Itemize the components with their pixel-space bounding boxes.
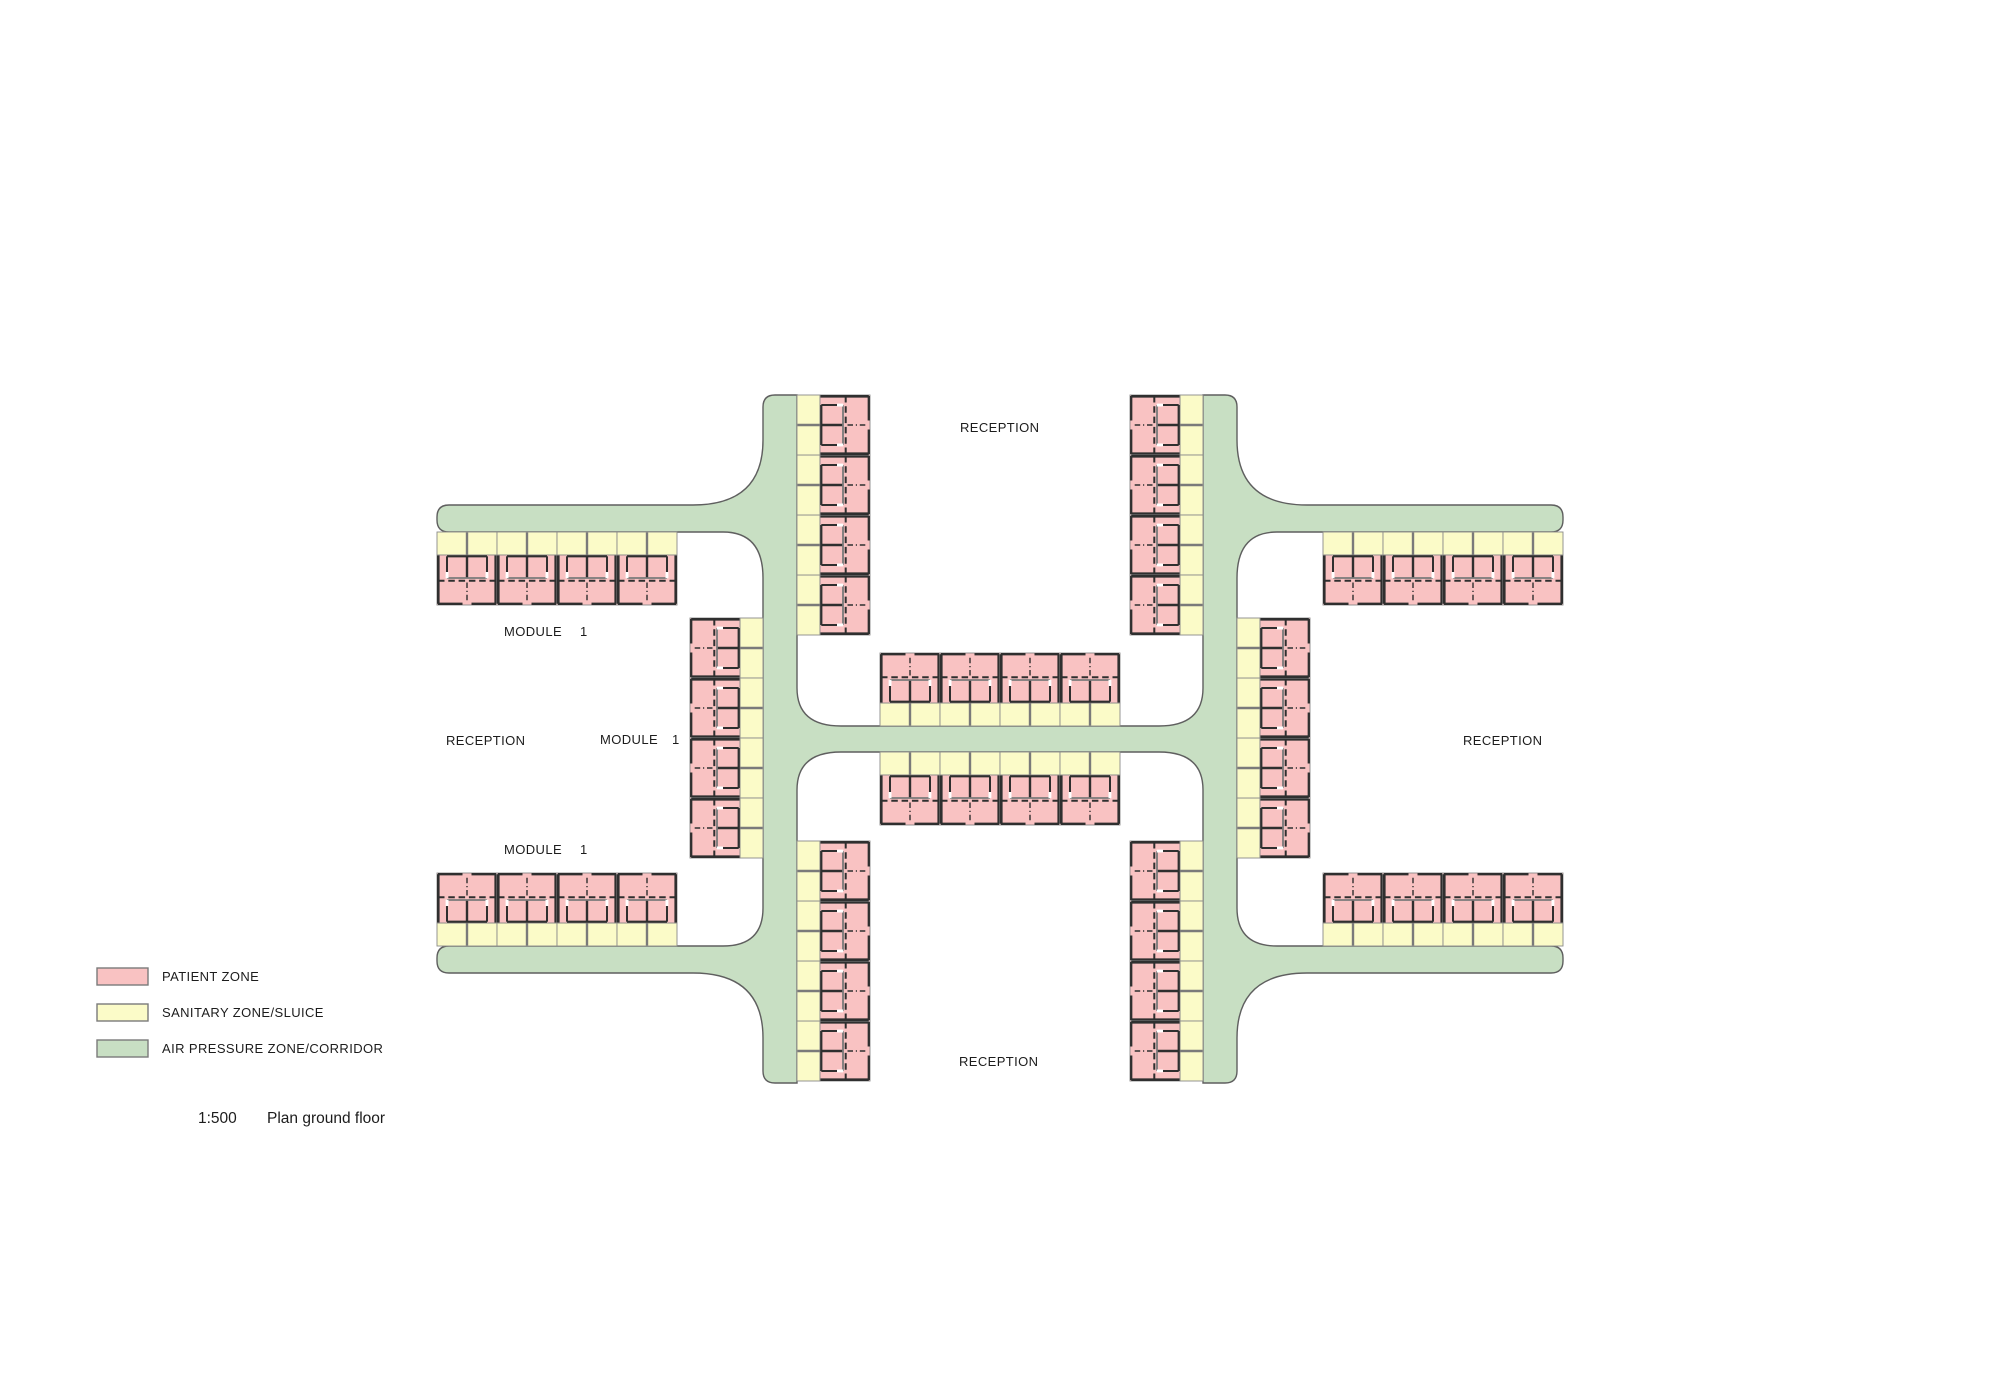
module-label: MODULE: [504, 624, 562, 639]
module-strip-lower-left: [797, 841, 870, 1081]
module-row-center-upper: [880, 653, 1120, 726]
legend-label-sanitary-zone: SANITARY ZONE/SLUICE: [162, 1005, 324, 1020]
module-strip-middle-right: [1237, 618, 1310, 858]
label-reception-left: RECEPTION: [446, 733, 525, 748]
drawing-title: Plan ground floor: [267, 1110, 385, 1127]
module-number: 1: [672, 732, 680, 747]
legend-swatch-sanitary-zone: [96, 1003, 149, 1022]
label-reception-right: RECEPTION: [1463, 733, 1542, 748]
module-label: MODULE: [504, 842, 562, 857]
legend: PATIENT ZONE SANITARY ZONE/SLUICE AIR PR…: [96, 967, 383, 1058]
legend-label-air-pressure-zone: AIR PRESSURE ZONE/CORRIDOR: [162, 1041, 383, 1056]
legend-label-patient-zone: PATIENT ZONE: [162, 969, 259, 984]
legend-swatch-patient-zone: [96, 967, 149, 986]
module-label: MODULE: [600, 732, 658, 747]
label-module-bottom-left: MODULE 1: [504, 842, 588, 857]
module-row-center-lower: [880, 752, 1120, 825]
scale-ratio: 1:500: [198, 1110, 237, 1127]
label-module-top-left: MODULE 1: [504, 624, 588, 639]
module-strip-middle-left: [690, 618, 763, 858]
module-row-bottom-left-arm: [437, 873, 677, 946]
module-row-top-right-arm: [1323, 532, 1563, 605]
module-number: 1: [580, 842, 588, 857]
label-reception-bottom: RECEPTION: [959, 1054, 1038, 1069]
module-strip-upper-left: [797, 395, 870, 635]
label-module-middle: MODULE 1: [600, 732, 680, 747]
legend-swatch-air-pressure-zone: [96, 1039, 149, 1058]
label-reception-top: RECEPTION: [960, 420, 1039, 435]
module-strip-upper-right: [1130, 395, 1203, 635]
module-strip-lower-right: [1130, 841, 1203, 1081]
scale-note: 1:500 Plan ground floor: [198, 1110, 385, 1127]
module-number: 1: [580, 624, 588, 639]
module-row-top-left-arm: [437, 532, 677, 605]
air-pressure-corridor-zone: [436, 394, 1564, 1084]
module-row-bottom-right-arm: [1323, 873, 1563, 946]
